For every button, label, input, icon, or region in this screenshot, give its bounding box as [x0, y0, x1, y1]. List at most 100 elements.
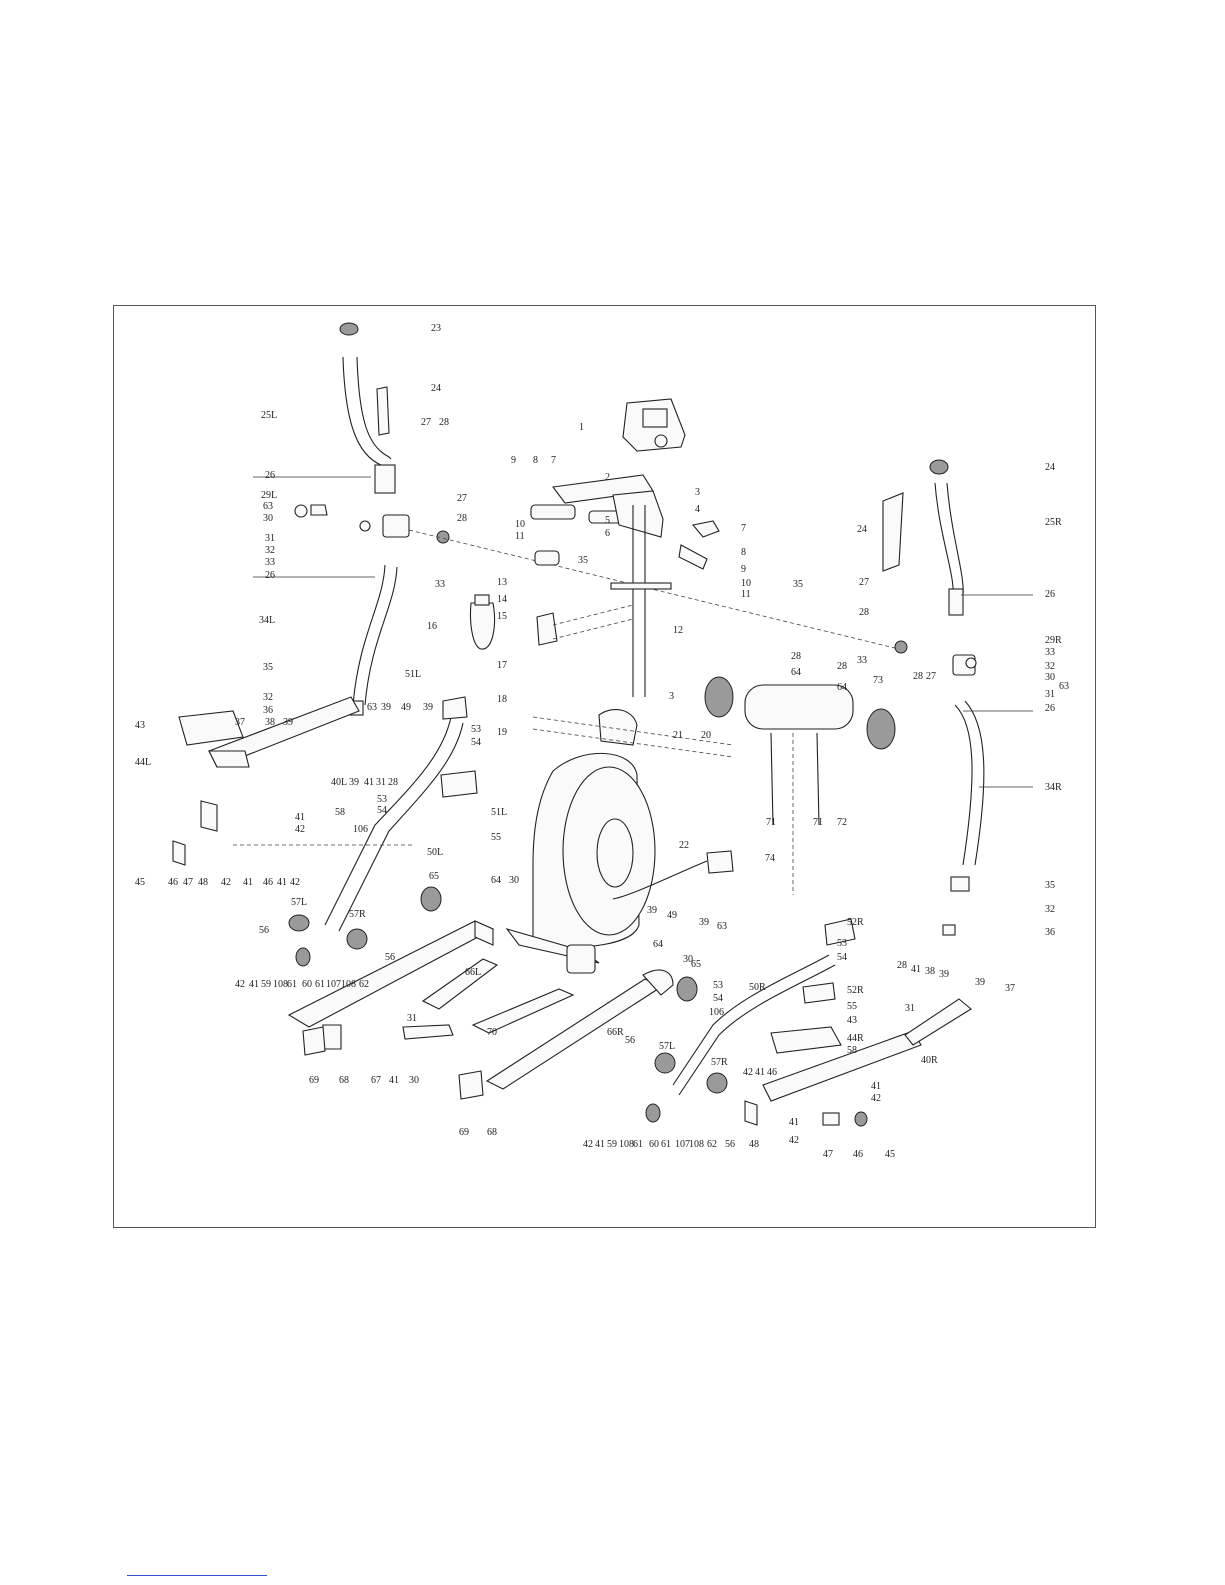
- part-label: 22: [679, 840, 689, 851]
- part-label: 63: [263, 501, 273, 512]
- part-label: 54: [377, 805, 387, 816]
- part-label: 39: [939, 969, 949, 980]
- part-label: 54: [713, 993, 723, 1004]
- part-label: 16: [427, 621, 437, 632]
- part-label: 62: [359, 979, 369, 990]
- part-label: 62: [707, 1139, 717, 1150]
- part-label: 37: [1005, 983, 1015, 994]
- part-label: 41: [871, 1081, 881, 1092]
- part-label: 34R: [1045, 782, 1062, 793]
- part-label: 42: [743, 1067, 753, 1078]
- part-label: 28: [837, 661, 847, 672]
- part-label: 53: [377, 794, 387, 805]
- part-label: 73: [873, 675, 883, 686]
- part-label: 10: [741, 578, 751, 589]
- part-label: 33: [265, 557, 275, 568]
- part-label: 38: [925, 966, 935, 977]
- part-label: 53: [471, 724, 481, 735]
- part-label: 30: [683, 954, 693, 965]
- part-label: 42: [871, 1093, 881, 1104]
- part-label: 69: [459, 1127, 469, 1138]
- part-label: 48: [749, 1139, 759, 1150]
- part-label: 23: [431, 323, 441, 334]
- part-label: 35: [793, 579, 803, 590]
- part-label: 66L: [465, 967, 481, 978]
- part-label: 35: [263, 662, 273, 673]
- part-label: 28: [913, 671, 923, 682]
- part-label: 4: [695, 504, 700, 515]
- part-label: 49: [667, 910, 677, 921]
- part-label: 3: [695, 487, 700, 498]
- part-label: 41: [243, 877, 253, 888]
- part-label: 66R: [607, 1027, 624, 1038]
- part-label: 30: [509, 875, 519, 886]
- part-label: 108: [341, 979, 356, 990]
- part-label: 26: [1045, 589, 1055, 600]
- part-label: 39: [381, 702, 391, 713]
- part-label: 58: [335, 807, 345, 818]
- part-label: 70: [487, 1027, 497, 1038]
- part-label: 40L: [331, 777, 347, 788]
- part-label: 50R: [749, 982, 766, 993]
- part-label: 61: [661, 1139, 671, 1150]
- part-label: 35: [1045, 880, 1055, 891]
- part-label: 28: [791, 651, 801, 662]
- part-label: 31: [376, 777, 386, 788]
- part-label: 56: [625, 1035, 635, 1046]
- part-label: 11: [741, 589, 751, 600]
- base-frame: [287, 886, 698, 1123]
- part-label: 8: [741, 547, 746, 558]
- part-label: 49: [401, 702, 411, 713]
- part-label: 41: [364, 777, 374, 788]
- part-label: 108: [273, 979, 288, 990]
- part-label: 6: [605, 528, 610, 539]
- part-label: 29R: [1045, 635, 1062, 646]
- part-label: 27: [926, 671, 936, 682]
- part-label: 59: [261, 979, 271, 990]
- part-label: 11: [515, 531, 525, 542]
- part-label: 65: [691, 959, 701, 970]
- part-label: 25R: [1045, 517, 1062, 528]
- part-label: 63: [717, 921, 727, 932]
- part-label: 53: [837, 938, 847, 949]
- part-label: 43: [847, 1015, 857, 1026]
- part-label: 42: [235, 979, 245, 990]
- part-label: 29L: [261, 490, 277, 501]
- part-label: 61: [633, 1139, 643, 1150]
- right-pedal-assembly: [654, 918, 972, 1127]
- part-label: 28: [897, 960, 907, 971]
- part-label: 28: [388, 777, 398, 788]
- part-label: 107: [675, 1139, 690, 1150]
- part-label: 72: [837, 817, 847, 828]
- axle-dash-line: [408, 529, 904, 651]
- part-label: 31: [905, 1003, 915, 1014]
- part-label: 41: [249, 979, 259, 990]
- part-label: 63: [367, 702, 377, 713]
- part-label: 59: [607, 1139, 617, 1150]
- part-label: 8: [533, 455, 538, 466]
- part-label: 55: [847, 1001, 857, 1012]
- part-label: 10: [515, 519, 525, 530]
- part-label: 71: [813, 817, 823, 828]
- part-label: 61: [287, 979, 297, 990]
- part-label: 48: [198, 877, 208, 888]
- part-label: 24: [431, 383, 441, 394]
- part-label: 57L: [659, 1041, 675, 1052]
- part-label: 7: [551, 455, 556, 466]
- part-label: 107: [326, 979, 341, 990]
- part-label: 39: [975, 977, 985, 988]
- part-label: 9: [511, 455, 516, 466]
- flywheel-housing: [505, 709, 734, 974]
- part-label: 27: [859, 577, 869, 588]
- part-label: 68: [487, 1127, 497, 1138]
- part-label: 57L: [291, 897, 307, 908]
- part-label: 108: [619, 1139, 634, 1150]
- part-label: 13: [497, 577, 507, 588]
- part-label: 7: [741, 523, 746, 534]
- part-label: 15: [497, 611, 507, 622]
- part-label: 47: [183, 877, 193, 888]
- part-label: 46: [168, 877, 178, 888]
- part-label: 42: [290, 877, 300, 888]
- part-label: 39: [647, 905, 657, 916]
